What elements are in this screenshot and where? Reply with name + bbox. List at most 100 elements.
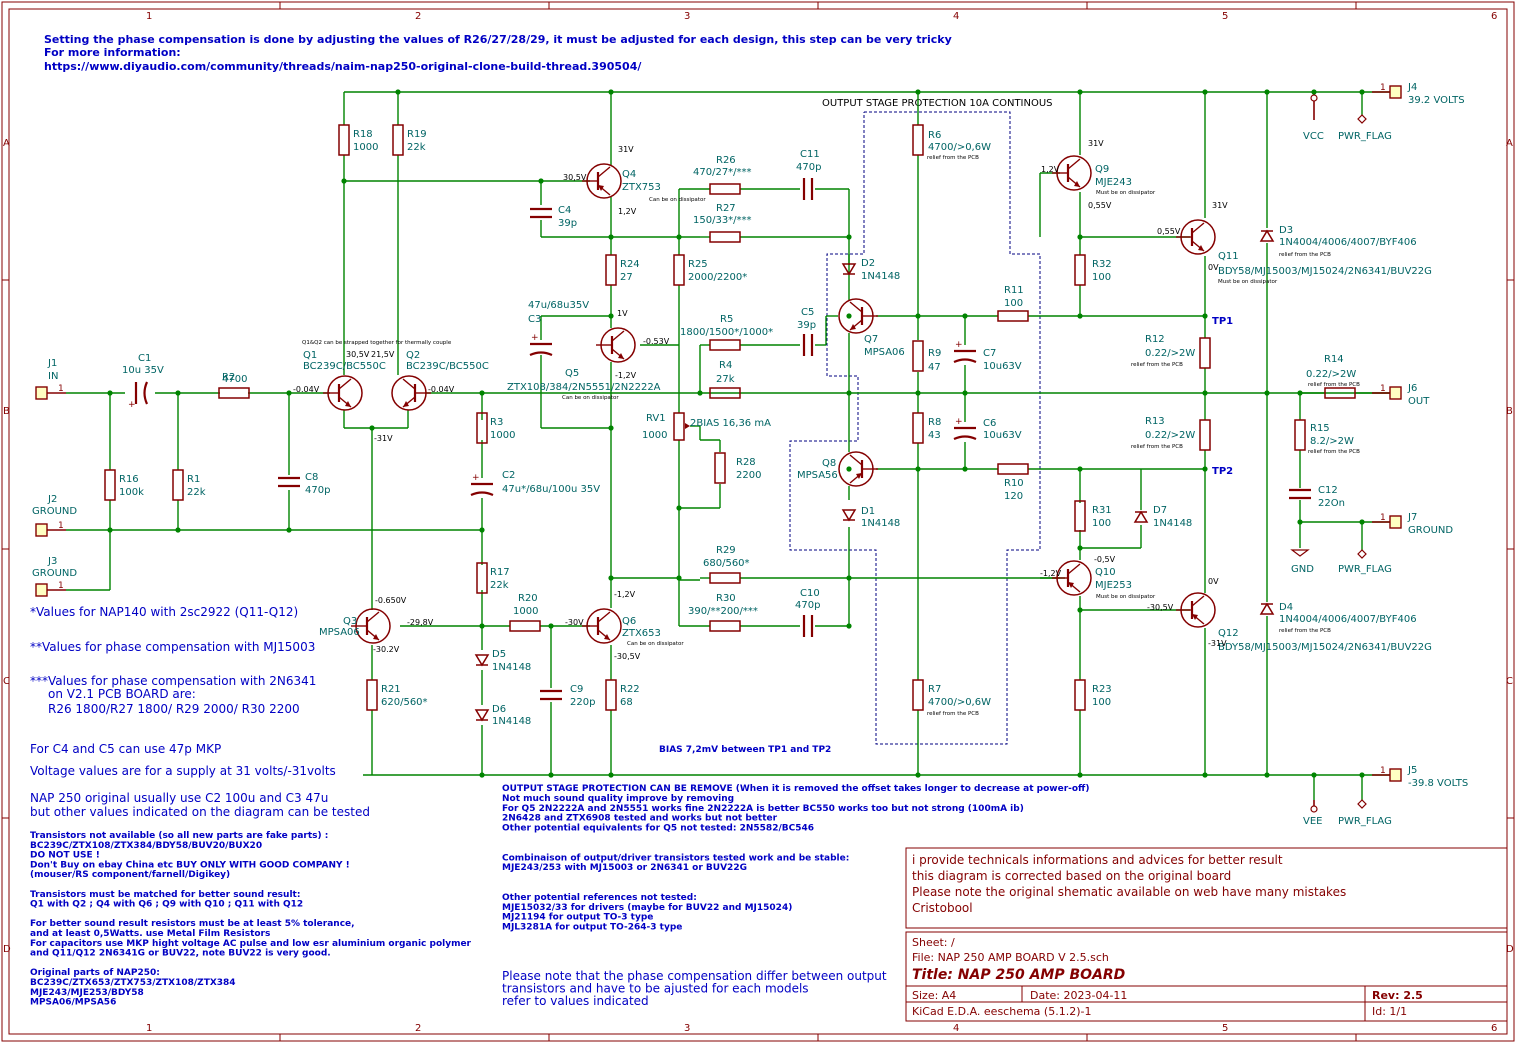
svg-text:1: 1 (58, 521, 64, 531)
connector-j3[interactable]: 1 J3 GROUND (32, 556, 77, 597)
d1-ref: D1 (861, 506, 875, 517)
r4-value: 27k (716, 374, 735, 385)
top-note-line1: Setting the phase compensation is done b… (44, 33, 952, 46)
connector-j6[interactable]: 1 J6 OUT (1372, 383, 1430, 407)
center-block-line: MJ21194 for output TO-3 type (502, 913, 653, 923)
c11-value: 470p (796, 162, 821, 173)
q4-ref: Q4 (622, 169, 636, 180)
note-nap140: *Values for NAP140 with 2sc2922 (Q11-Q12… (30, 605, 298, 619)
r29-ref: R29 (716, 545, 736, 556)
left-block-line: Don't Buy on ebay China etc BUY ONLY WIT… (30, 860, 350, 870)
volt-q4-b: 30,5V (563, 173, 587, 182)
center-notes: OUTPUT STAGE PROTECTION CAN BE REMOVE (W… (502, 745, 1089, 1008)
d1-value: 1N4148 (861, 518, 900, 529)
connector-j4[interactable]: 1 J4 39.2 VOLTS (1372, 82, 1465, 106)
volt-q12-e: -31V (374, 434, 393, 443)
connector-j7[interactable]: 1 J7 GROUND (1372, 512, 1453, 536)
r23-value: 100 (1092, 697, 1111, 708)
q10-ref: Q10 (1095, 567, 1116, 578)
tb-date: Date: 2023-04-11 (1030, 989, 1127, 1002)
volt-q10-c: -30,5V (1147, 603, 1174, 612)
tp2-label: TP2 (1212, 466, 1233, 477)
r2-value: 4700 (222, 374, 247, 385)
volt-q5-b: -0.53V (643, 337, 670, 346)
j2-ref: J2 (47, 494, 57, 505)
r28-value: 2200 (736, 470, 761, 481)
connectors: 1 J1 IN 1 J2 GROUND 1 J3 GROUND 1 J4 39.… (32, 82, 1468, 789)
volt-q3-b: -29,8V (407, 618, 434, 627)
top-note-url[interactable]: https://www.diyaudio.com/community/threa… (44, 60, 642, 73)
connector-j5[interactable]: 1 J5 -39.8 VOLTS (1372, 765, 1468, 789)
connector-j2[interactable]: 1 J2 GROUND (32, 494, 77, 537)
connector-j1[interactable]: 1 J1 IN (35, 358, 66, 400)
j5-name: -39.8 VOLTS (1408, 778, 1468, 789)
svg-text:+: + (955, 340, 963, 350)
q5-ref: Q5 (565, 368, 579, 379)
